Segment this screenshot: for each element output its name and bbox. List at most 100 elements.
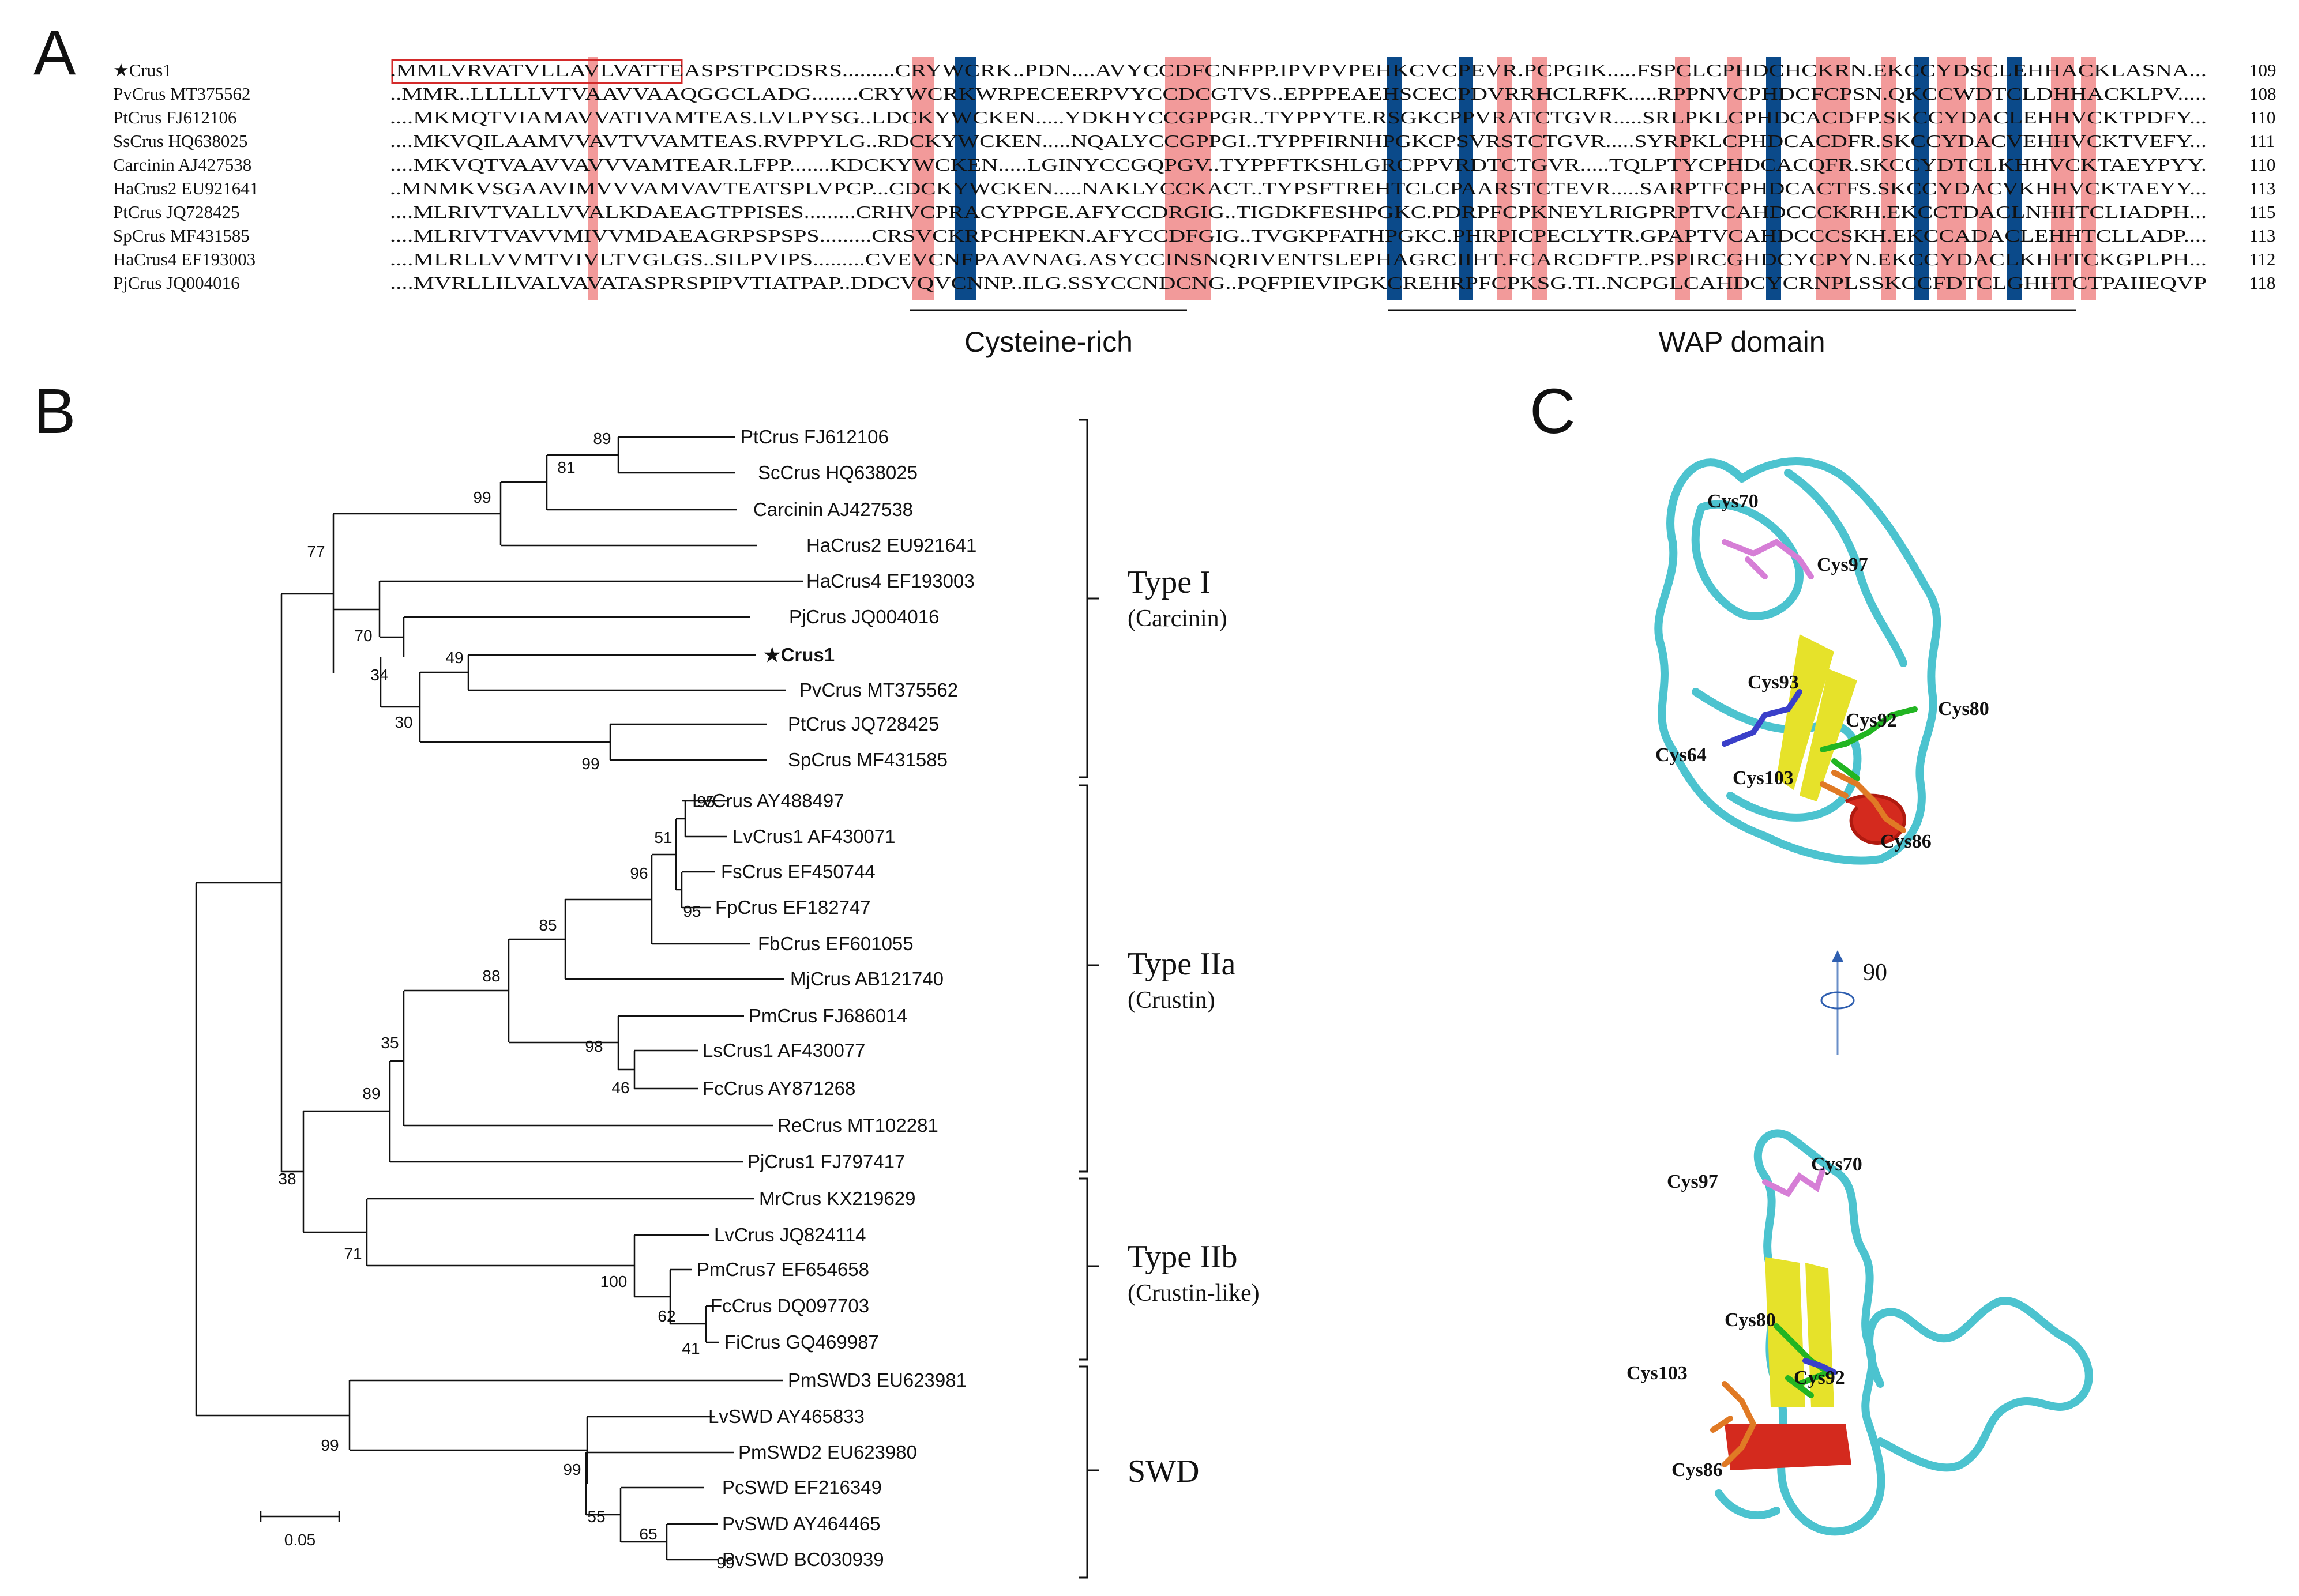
tree-leaf-label: LsCrus1 AF430077 xyxy=(703,1040,866,1061)
sequence-name: ★Crus1 xyxy=(113,60,172,80)
cys64-cys93-bond-bottom xyxy=(1802,1358,1837,1375)
bootstrap-value: 70 xyxy=(354,627,372,645)
bootstrap-value: 65 xyxy=(639,1525,657,1543)
tree-leaf-label: PmCrus FJ686014 xyxy=(749,1005,907,1026)
tree-leaf-label: HaCrus2 EU921641 xyxy=(806,534,976,556)
alignment-rows: ★Crus1.MMLVRVATVLLAVLVATTEASPSTPCDSRS...… xyxy=(113,60,2277,293)
cys86-cys103-bond-top xyxy=(1820,770,1906,833)
bootstrap-value: 71 xyxy=(344,1245,362,1263)
group-title-type-iib: Type IIb xyxy=(1128,1239,1237,1275)
cys-label: Cys92 xyxy=(1794,1367,1845,1388)
sequence-length: 110 xyxy=(2249,107,2275,127)
tree-leaf-label: HaCrus4 EF193003 xyxy=(806,570,975,592)
tree-branches xyxy=(195,436,803,1561)
bootstrap-value: 89 xyxy=(362,1085,380,1102)
tree-leaf-label: ReCrus MT102281 xyxy=(777,1115,938,1136)
cys86-cys103-bond-bottom xyxy=(1710,1381,1757,1467)
signal-peptide-box xyxy=(391,59,683,84)
tree-leaf-label: PvCrus MT375562 xyxy=(799,679,958,701)
wap-domain-label: WAP domain xyxy=(1658,326,1825,358)
tree-leaf-label: LvCrus JQ824114 xyxy=(714,1224,866,1245)
tree-leaf-label: FbCrus EF601055 xyxy=(758,933,914,954)
cys-label: Cys70 xyxy=(1707,491,1759,512)
sequence-length: 112 xyxy=(2249,249,2275,269)
bootstrap-value: 95 xyxy=(683,902,701,920)
sequence-name: PtCrus JQ728425 xyxy=(113,202,240,222)
cys-label: Cys92 xyxy=(1846,710,1897,731)
tree-leaf-label: LvCrus1 AF430071 xyxy=(732,826,896,847)
rotation-angle-label: 90 xyxy=(1863,959,1887,986)
sequence-residues: ....MLRIVTVAVVMIVVMDAEAGRPSPSPS.........… xyxy=(390,225,2207,246)
cys64-cys93-bond-top xyxy=(1722,689,1802,747)
bootstrap-value: 99 xyxy=(321,1436,339,1454)
bootstrap-value: 46 xyxy=(611,1079,629,1097)
tree-leaf-label: FpCrus EF182747 xyxy=(715,897,871,918)
bootstrap-value: 41 xyxy=(682,1339,700,1357)
scale-bar-label: 0.05 xyxy=(284,1531,316,1549)
sequence-residues: ....MLRIVTVALLVVALKDAEAGTPPISES.........… xyxy=(390,202,2207,222)
tree-leaf-label: LvSWD AY465833 xyxy=(708,1406,865,1427)
bootstrap-value: 77 xyxy=(307,543,325,560)
scale-bar xyxy=(260,1511,340,1522)
cys70-cys97-bond-bottom xyxy=(1762,1168,1825,1198)
cys-top-labels: Cys70Cys97Cys93Cys92Cys80Cys64Cys103Cys8… xyxy=(1655,491,1989,852)
panel-letter-c: C xyxy=(1530,376,1576,447)
bootstrap-value: 38 xyxy=(278,1170,296,1188)
bootstrap-value: 99 xyxy=(563,1461,581,1478)
tree-leaf-label: FcCrus DQ097703 xyxy=(711,1295,869,1316)
sequence-length: 118 xyxy=(2249,273,2275,293)
sequence-name: PtCrus FJ612106 xyxy=(113,107,236,127)
sequence-length: 113 xyxy=(2249,178,2275,198)
sequence-residues: ....MKVQTVAAVVAVVVAMTEAR.LFPP.......KDCK… xyxy=(390,155,2207,175)
bootstrap-value: 99 xyxy=(581,755,599,773)
sequence-length: 108 xyxy=(2249,84,2277,104)
bootstrap-value: 35 xyxy=(381,1034,399,1052)
tree-leaf-label: PjCrus JQ004016 xyxy=(789,606,939,627)
tree-leaf-label: PvSWD BC030939 xyxy=(722,1549,884,1570)
bootstrap-value: 96 xyxy=(630,864,648,882)
ribbon-bottom xyxy=(1715,1129,2093,1536)
cys70-cys97-bond-top xyxy=(1722,539,1814,579)
panel-letter-b: B xyxy=(33,376,76,447)
alignment-panel: ★Crus1.MMLVRVATVLLAVLVATTEASPSTPCDSRS...… xyxy=(113,57,2277,358)
bootstrap-value: 30 xyxy=(395,713,412,731)
tree-leaf-label: MrCrus KX219629 xyxy=(759,1188,915,1209)
tree-leaf-label: LvCrus AY488497 xyxy=(692,790,844,811)
sequence-name: HaCrus4 EF193003 xyxy=(113,249,256,269)
bootstrap-value: 81 xyxy=(557,458,575,476)
tree-leaf-label: PvSWD AY464465 xyxy=(722,1513,881,1534)
group-title-type-iia: Type IIa xyxy=(1128,946,1235,982)
bootstrap-value: 62 xyxy=(658,1307,675,1325)
beta-sheet-bottom xyxy=(1765,1257,1834,1407)
sequence-residues: ....MKVQILAAMVVAVTVVAMTEAS.RVPPYLG..RDCK… xyxy=(390,131,2207,151)
sequence-name: PvCrus MT375562 xyxy=(113,84,251,104)
protein-structure-top: Cys70Cys97Cys93Cys92Cys80Cys64Cys103Cys8… xyxy=(1654,457,1989,865)
sequence-name: SpCrus MF431585 xyxy=(113,225,250,246)
cys-label: Cys97 xyxy=(1667,1171,1718,1192)
alignment-highlights xyxy=(588,57,2096,300)
bootstrap-value: 34 xyxy=(370,666,388,684)
cys-label: Cys86 xyxy=(1880,831,1932,852)
bootstrap-value: 100 xyxy=(600,1273,628,1290)
bootstrap-value: 49 xyxy=(445,649,463,667)
cys80-cys92-bond-top xyxy=(1820,706,1918,781)
sequence-length: 111 xyxy=(2249,131,2275,151)
group-title-type-i: Type I xyxy=(1128,564,1211,600)
tree-leaf-label: FcCrus AY871268 xyxy=(703,1078,855,1099)
rotation-indicator: 90 xyxy=(1820,950,1887,1055)
bootstrap-value: 88 xyxy=(482,967,500,985)
tree-leaf-label: PmSWD2 EU623980 xyxy=(738,1441,917,1463)
cys-label: Cys70 xyxy=(1811,1154,1862,1175)
ribbon-top xyxy=(1654,457,1941,865)
sequence-length: 113 xyxy=(2249,225,2275,246)
sequence-name: HaCrus2 EU921641 xyxy=(113,178,258,198)
sequence-name: SsCrus HQ638025 xyxy=(113,131,247,151)
group-subtitle-type-iib: (Crustin-like) xyxy=(1128,1280,1260,1307)
cys-label: Cys86 xyxy=(1671,1459,1723,1481)
sequence-name: Carcinin AJ427538 xyxy=(113,155,251,175)
tree-leaf-label: ScCrus HQ638025 xyxy=(758,462,918,483)
bootstrap-value: 51 xyxy=(654,829,672,846)
tree-leaf-label: MjCrus AB121740 xyxy=(790,968,944,989)
